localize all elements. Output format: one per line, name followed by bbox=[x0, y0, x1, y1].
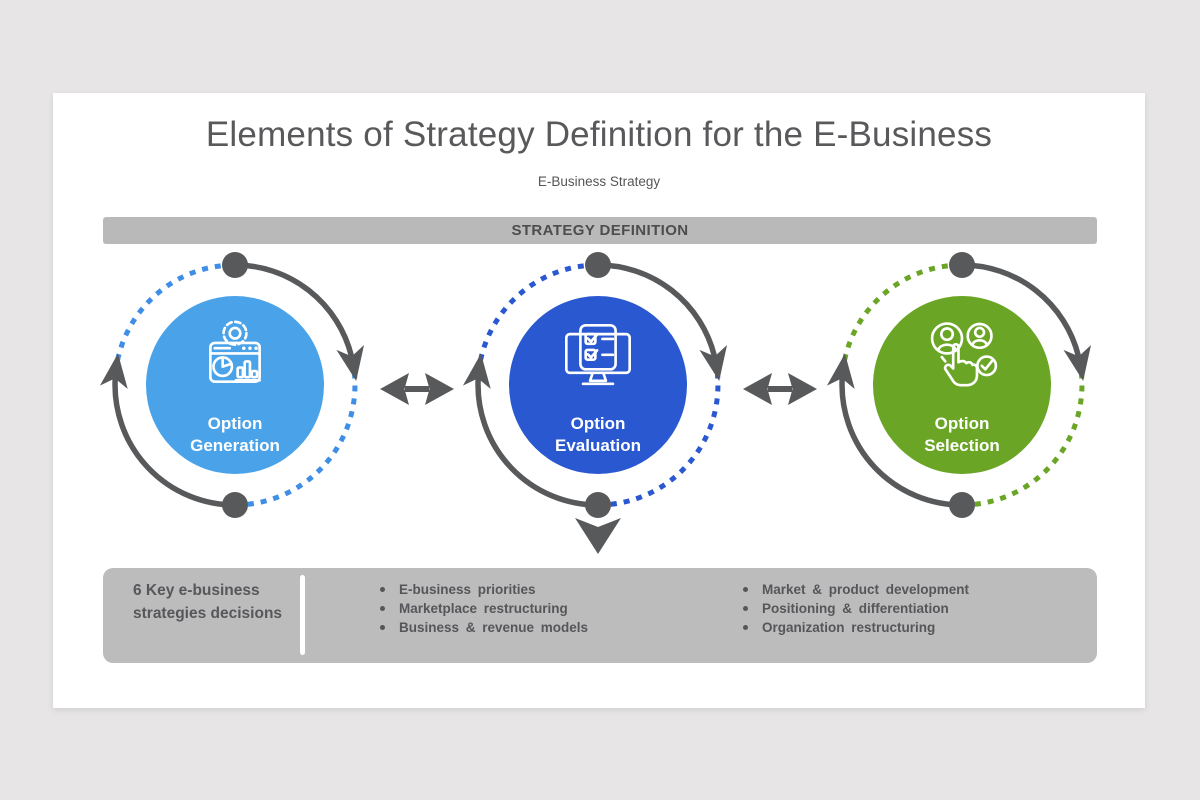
list-item-label: Organization restructuring bbox=[762, 620, 936, 635]
bullet-icon bbox=[743, 606, 748, 611]
page-subtitle: E-Business Strategy bbox=[537, 174, 661, 189]
bullet-icon bbox=[380, 606, 385, 611]
cycle-label: Option Selection bbox=[924, 414, 1000, 455]
strategy-definition-banner: STRATEGY DEFINITION bbox=[103, 217, 1097, 244]
cycle-option-evaluation: Option Evaluation bbox=[458, 245, 738, 525]
analytics-window-gear-icon bbox=[209, 320, 261, 383]
list-item: Positioning & differentiation bbox=[743, 599, 969, 618]
list-item-label: Marketplace restructuring bbox=[399, 601, 568, 616]
list-item-label: Business & revenue models bbox=[399, 620, 589, 635]
list-item: Business & revenue models bbox=[380, 618, 588, 637]
cycle-label: Option Generation bbox=[190, 414, 280, 455]
list-item: E-business priorities bbox=[380, 580, 588, 599]
list-item-label: Positioning & differentiation bbox=[762, 601, 949, 616]
slide-canvas: Elements of Strategy Definition for the … bbox=[53, 93, 1145, 708]
page-title: Elements of Strategy Definition for the … bbox=[205, 115, 993, 154]
decisions-list-2: Market & product development Positioning… bbox=[743, 580, 969, 637]
bullet-icon bbox=[380, 625, 385, 630]
list-item: Market & product development bbox=[743, 580, 969, 599]
bullet-icon bbox=[743, 625, 748, 630]
monitor-checklist-icon bbox=[565, 324, 631, 386]
cycle-option-generation: Option Generation bbox=[95, 245, 375, 525]
key-decisions-panel: 6 Key e-business strategies decisions E-… bbox=[103, 568, 1097, 663]
cycle-label: Option Evaluation bbox=[555, 414, 641, 455]
cycle-option-selection: Option Selection bbox=[822, 245, 1102, 525]
bullet-icon bbox=[743, 587, 748, 592]
decisions-list-1: E-business priorities Marketplace restru… bbox=[380, 580, 588, 637]
cycle-ring bbox=[99, 252, 365, 518]
list-item: Organization restructuring bbox=[743, 618, 969, 637]
list-item: Marketplace restructuring bbox=[380, 599, 588, 618]
list-item-label: Market & product development bbox=[762, 582, 970, 597]
down-arrow-icon bbox=[575, 518, 621, 554]
key-decisions-heading: 6 Key e-business strategies decisions bbox=[133, 582, 283, 622]
double-headed-arrow-icon bbox=[743, 373, 817, 405]
banner-label: STRATEGY DEFINITION bbox=[511, 222, 689, 239]
double-headed-arrow-icon bbox=[380, 373, 454, 405]
bullet-icon bbox=[380, 587, 385, 592]
list-item-label: E-business priorities bbox=[399, 582, 536, 597]
divider bbox=[300, 575, 305, 655]
user-selection-hand-icon bbox=[930, 322, 998, 387]
